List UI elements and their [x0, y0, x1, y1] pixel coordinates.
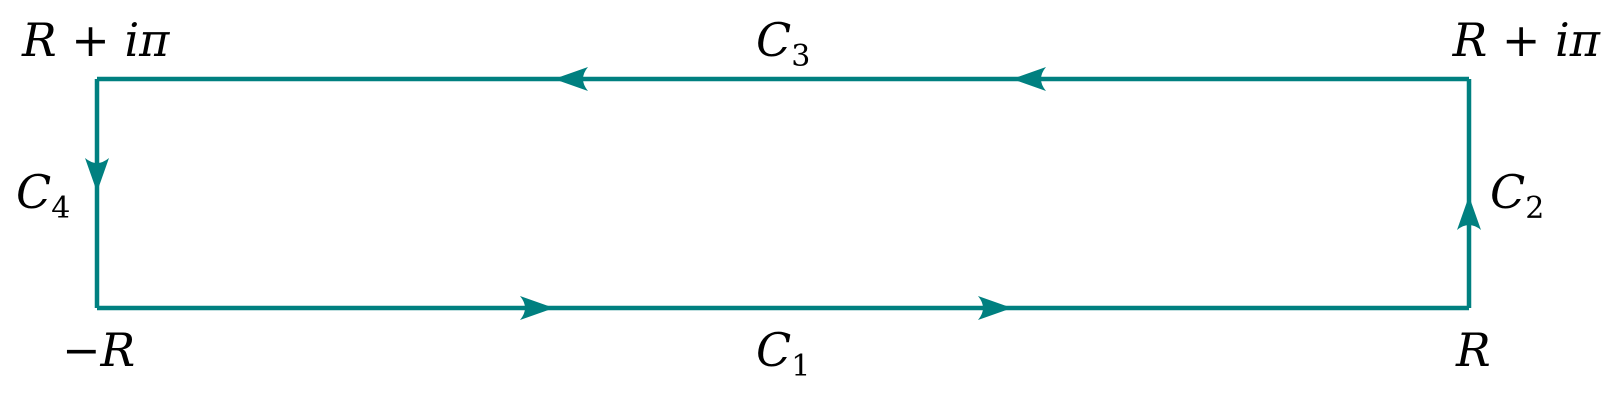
path-label-c1: C1 [756, 323, 810, 384]
corner-label-bottom-left: −R [62, 323, 135, 377]
arrow-c4-icon [85, 158, 109, 192]
direction-arrows [85, 67, 1481, 320]
corner-label-top-right: R + iπ [1452, 13, 1601, 67]
contour-edges [94, 76, 1472, 311]
arrow-c1-first-icon [520, 296, 554, 320]
arrow-c3-second-icon [554, 67, 588, 91]
arrow-c1-second-icon [978, 296, 1012, 320]
corner-label-bottom-right: R [1455, 323, 1491, 377]
corner-label-top-left: R + iπ [21, 13, 170, 67]
path-label-c2: C2 [1490, 165, 1544, 226]
arrow-c2-icon [1457, 196, 1481, 230]
arrow-c3-first-icon [1012, 67, 1046, 91]
path-label-c3: C3 [756, 13, 810, 74]
path-label-c4: C4 [16, 165, 70, 226]
